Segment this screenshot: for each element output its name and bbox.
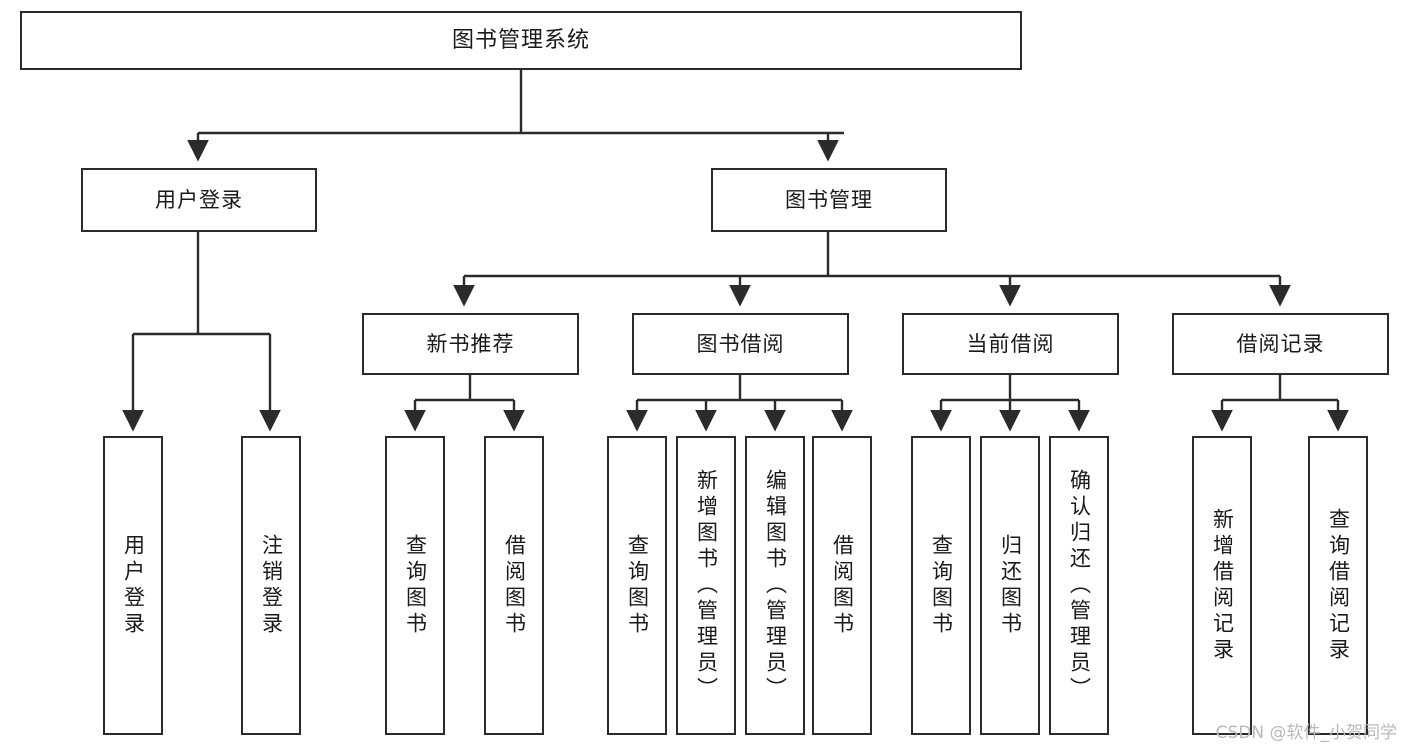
node-root[interactable]: 图书管理系统 [20, 11, 1022, 70]
node-leaf-user-logout[interactable]: 注销登录 [241, 436, 301, 735]
node-borrow-record-label: 借阅记录 [1236, 331, 1325, 356]
node-leaf-bor-query-book[interactable]: 查询图书 [607, 436, 667, 735]
node-new-book-recommend-label: 新书推荐 [426, 331, 515, 356]
node-leaf-cur-query-book-label: 查询图书 [929, 533, 954, 638]
node-book-manage-label: 图书管理 [785, 187, 873, 212]
node-leaf-cur-query-book[interactable]: 查询图书 [911, 436, 971, 735]
node-leaf-rec-query-record[interactable]: 查询借阅记录 [1308, 436, 1368, 735]
node-leaf-user-login-label: 用户登录 [121, 533, 146, 638]
node-borrow-record[interactable]: 借阅记录 [1172, 313, 1389, 375]
node-leaf-bor-edit-book[interactable]: 编辑图书（管理员） [745, 436, 805, 735]
node-leaf-rec-borrow-book-label: 借阅图书 [502, 533, 527, 638]
node-book-borrow-label: 图书借阅 [696, 331, 785, 356]
node-leaf-bor-add-book-label: 新增图书（管理员） [694, 468, 719, 703]
node-current-borrow[interactable]: 当前借阅 [902, 313, 1119, 375]
node-leaf-rec-query-record-label: 查询借阅记录 [1326, 507, 1351, 664]
node-leaf-bor-add-book[interactable]: 新增图书（管理员） [676, 436, 736, 735]
node-leaf-cur-confirm[interactable]: 确认归还（管理员） [1049, 436, 1109, 735]
node-leaf-cur-return-book-label: 归还图书 [998, 533, 1023, 638]
node-leaf-rec-query-book-label: 查询图书 [403, 533, 428, 638]
node-leaf-bor-edit-book-label: 编辑图书（管理员） [763, 468, 788, 703]
node-leaf-user-login[interactable]: 用户登录 [103, 436, 163, 735]
node-leaf-rec-query-book[interactable]: 查询图书 [385, 436, 445, 735]
csdn-watermark: CSDN @软件_小贺同学 [1215, 723, 1397, 743]
node-leaf-bor-borrow-book[interactable]: 借阅图书 [812, 436, 872, 735]
node-book-manage[interactable]: 图书管理 [711, 168, 947, 232]
node-leaf-cur-confirm-label: 确认归还（管理员） [1067, 468, 1092, 703]
node-new-book-recommend[interactable]: 新书推荐 [362, 313, 579, 375]
node-leaf-rec-add-record[interactable]: 新增借阅记录 [1192, 436, 1252, 735]
node-leaf-user-logout-label: 注销登录 [259, 533, 284, 638]
node-leaf-bor-query-book-label: 查询图书 [625, 533, 650, 638]
node-root-label: 图书管理系统 [451, 27, 590, 53]
node-book-borrow[interactable]: 图书借阅 [632, 313, 849, 375]
node-leaf-bor-borrow-book-label: 借阅图书 [830, 533, 855, 638]
node-leaf-cur-return-book[interactable]: 归还图书 [980, 436, 1040, 735]
node-leaf-rec-add-record-label: 新增借阅记录 [1210, 507, 1235, 664]
node-current-borrow-label: 当前借阅 [966, 331, 1055, 356]
node-user-login-label: 用户登录 [155, 187, 243, 212]
node-leaf-rec-borrow-book[interactable]: 借阅图书 [484, 436, 544, 735]
node-user-login[interactable]: 用户登录 [81, 168, 317, 232]
